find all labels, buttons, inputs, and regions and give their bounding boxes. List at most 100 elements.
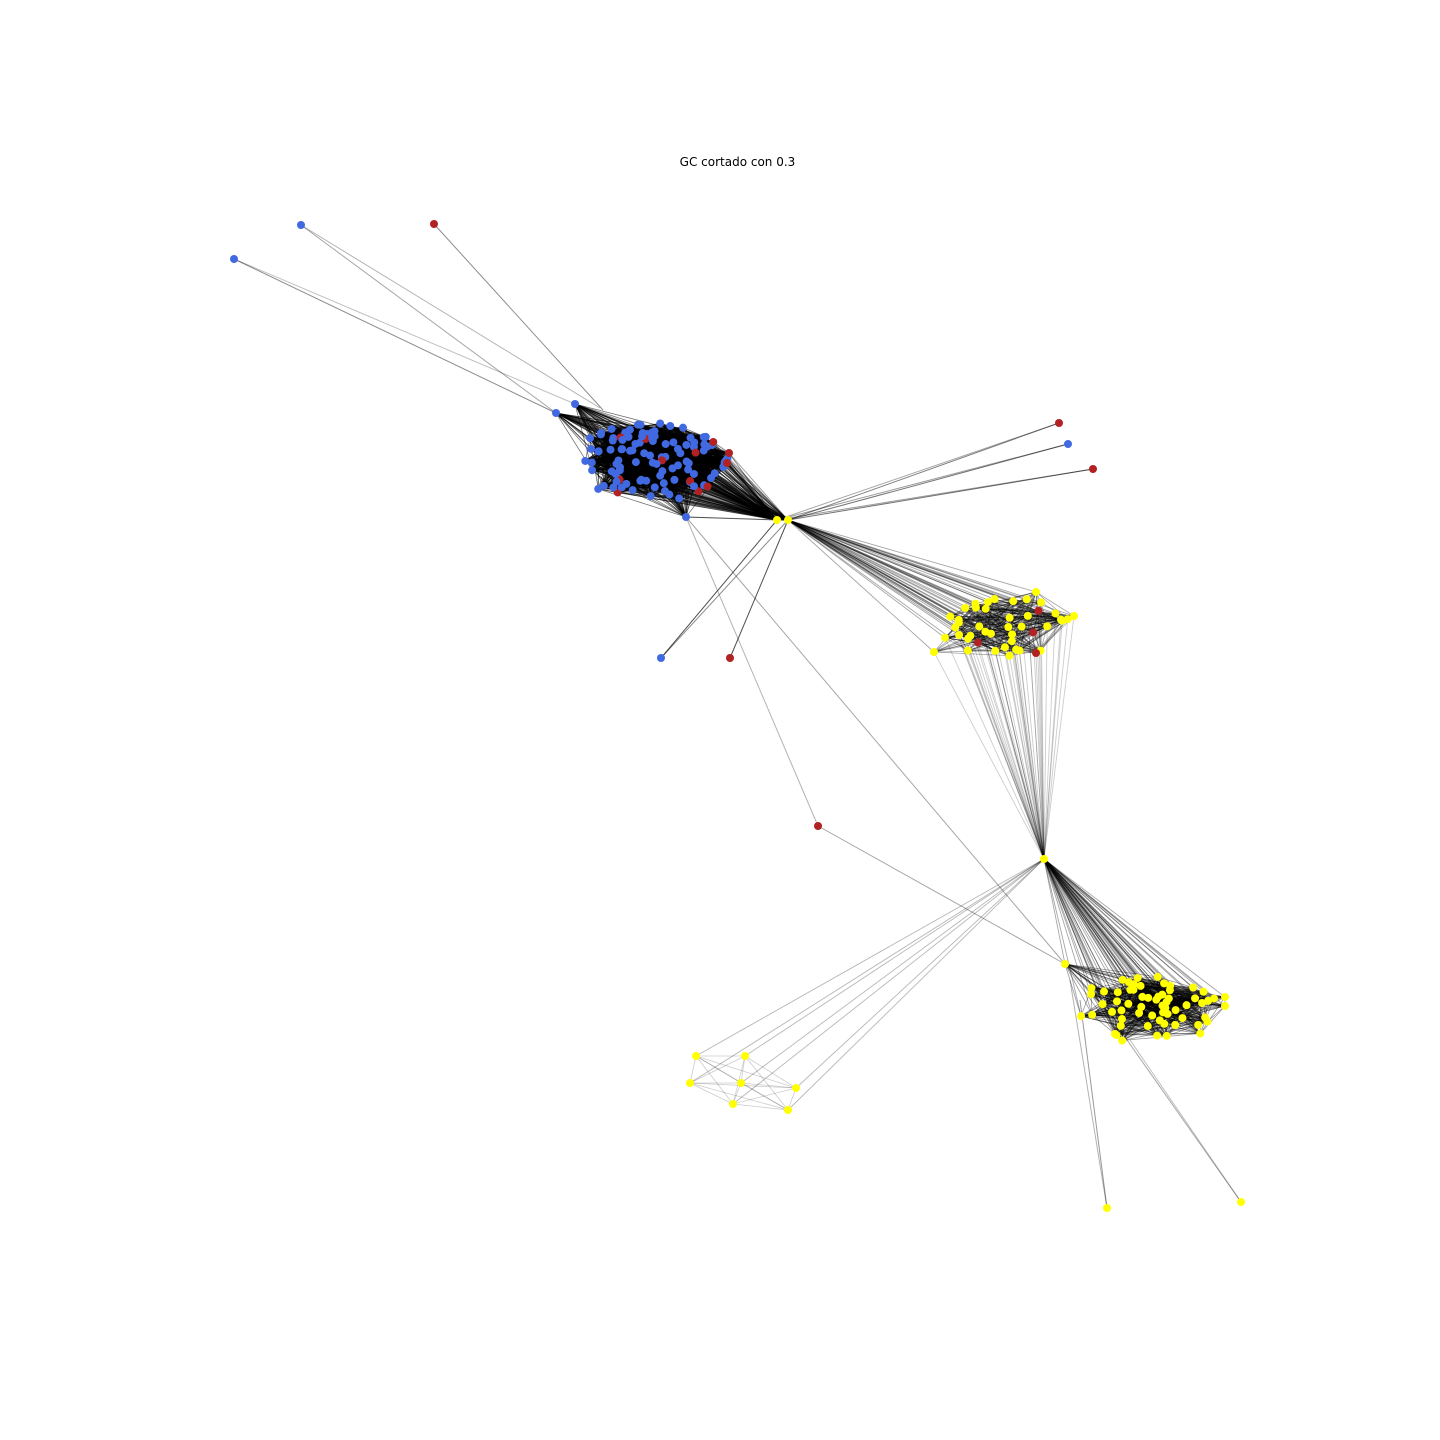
cluster-node <box>1160 979 1169 988</box>
cluster-node <box>1061 960 1069 968</box>
graph-edge <box>727 458 778 521</box>
graph-edge <box>958 615 1028 621</box>
graph-edge <box>787 519 1041 652</box>
graph-edge <box>958 619 1013 635</box>
graph-edge <box>685 516 778 521</box>
graph-edge <box>1011 613 1056 635</box>
graph-edge <box>1043 613 1056 860</box>
graph-edge <box>1165 997 1196 1009</box>
graph-edge <box>632 489 778 521</box>
graph-edge <box>1043 858 1131 991</box>
graph-edge <box>233 258 576 405</box>
graph-edge <box>987 601 1009 628</box>
graph-edge <box>1116 1001 1158 1036</box>
graph-edge <box>1043 858 1196 999</box>
graph-edge <box>689 858 1045 1084</box>
graph-edge <box>1092 1014 1165 1025</box>
graph-edge <box>979 600 1014 627</box>
graph-edge <box>1043 858 1176 1011</box>
cluster-node <box>1133 973 1142 982</box>
graph-edge <box>994 650 1045 860</box>
graph-edge <box>977 617 1010 643</box>
graph-edge <box>1091 981 1130 1016</box>
graph-edge <box>974 603 1045 860</box>
cluster-node <box>723 459 731 467</box>
cluster-node <box>656 419 665 428</box>
cluster-node <box>631 439 640 448</box>
graph-edge <box>1043 858 1194 988</box>
cluster-node <box>1118 1036 1127 1045</box>
cluster-node <box>930 648 938 656</box>
graph-edge <box>933 651 1045 860</box>
cluster-node <box>628 446 637 455</box>
graph-edge <box>1111 1011 1148 1027</box>
graph-edge <box>640 480 778 521</box>
graph-edge <box>1114 1005 1226 1035</box>
graph-edge <box>985 608 1062 621</box>
graph-edge <box>1128 1003 1226 1007</box>
cluster-node <box>665 490 674 499</box>
graph-edge <box>979 615 1028 627</box>
cluster-node <box>1164 994 1173 1003</box>
graph-edge <box>1043 619 1069 860</box>
graph-edge <box>1004 617 1010 648</box>
graph-edge <box>689 1082 734 1105</box>
graph-edge <box>1174 1002 1203 1026</box>
graph-edge <box>958 601 1042 623</box>
graph-edge <box>574 403 789 521</box>
cluster-node <box>615 463 624 472</box>
cluster-node <box>1178 1014 1187 1023</box>
graph-edge <box>985 608 1041 651</box>
cluster-node <box>1198 998 1207 1007</box>
graph-edge <box>1035 591 1068 620</box>
graph-edge <box>1182 991 1204 1019</box>
cluster-node <box>571 400 579 408</box>
graph-edge <box>1064 963 1160 1021</box>
graph-edge <box>1011 620 1063 635</box>
graph-edge <box>977 642 1017 650</box>
graph-edge <box>787 519 1027 600</box>
graph-edge <box>740 1055 746 1084</box>
graph-edge <box>1166 1004 1187 1037</box>
cluster-node <box>1008 630 1017 639</box>
graph-edge <box>1090 993 1187 1006</box>
graph-edge <box>732 858 1045 1105</box>
graph-edge <box>1040 650 1045 860</box>
graph-edge <box>1040 620 1063 651</box>
graph-edge <box>979 613 1056 627</box>
graph-edge <box>744 1055 789 1111</box>
graph-edge <box>1120 1025 1158 1036</box>
graph-edge <box>1147 987 1194 1027</box>
graph-edge <box>985 608 1039 612</box>
graph-edge <box>1043 858 1166 1009</box>
graph-edge <box>958 634 1045 860</box>
graph-edge <box>1043 858 1159 997</box>
graph-edge <box>1019 618 1068 651</box>
graph-edge <box>967 646 1005 651</box>
graph-edge <box>1009 591 1037 619</box>
graph-edge <box>975 606 1006 648</box>
graph-edge <box>1197 991 1204 1026</box>
graph-edge <box>1114 1001 1118 1034</box>
graph-edge <box>975 603 1063 622</box>
graph-edge <box>787 858 1045 1111</box>
graph-edge <box>1092 1014 1199 1026</box>
graph-edge <box>787 519 986 610</box>
graph-edge <box>1064 963 1103 1005</box>
graph-edge <box>1102 989 1131 1005</box>
graph-edge <box>967 631 1034 640</box>
cluster-node <box>668 464 677 473</box>
graph-edge <box>1043 858 1119 993</box>
graph-edge <box>933 651 1010 657</box>
graph-edge <box>1112 1006 1142 1013</box>
graph-edge <box>950 616 1041 651</box>
peripheral-node <box>230 255 238 263</box>
graph-edge <box>1043 858 1168 1015</box>
graph-edge <box>1163 987 1194 1025</box>
graph-edge <box>660 519 789 659</box>
graph-edge <box>975 607 1045 860</box>
cluster-node <box>971 602 980 611</box>
cluster-node <box>1163 1009 1172 1018</box>
graph-edge <box>1103 991 1168 1015</box>
graph-edge <box>682 427 789 521</box>
